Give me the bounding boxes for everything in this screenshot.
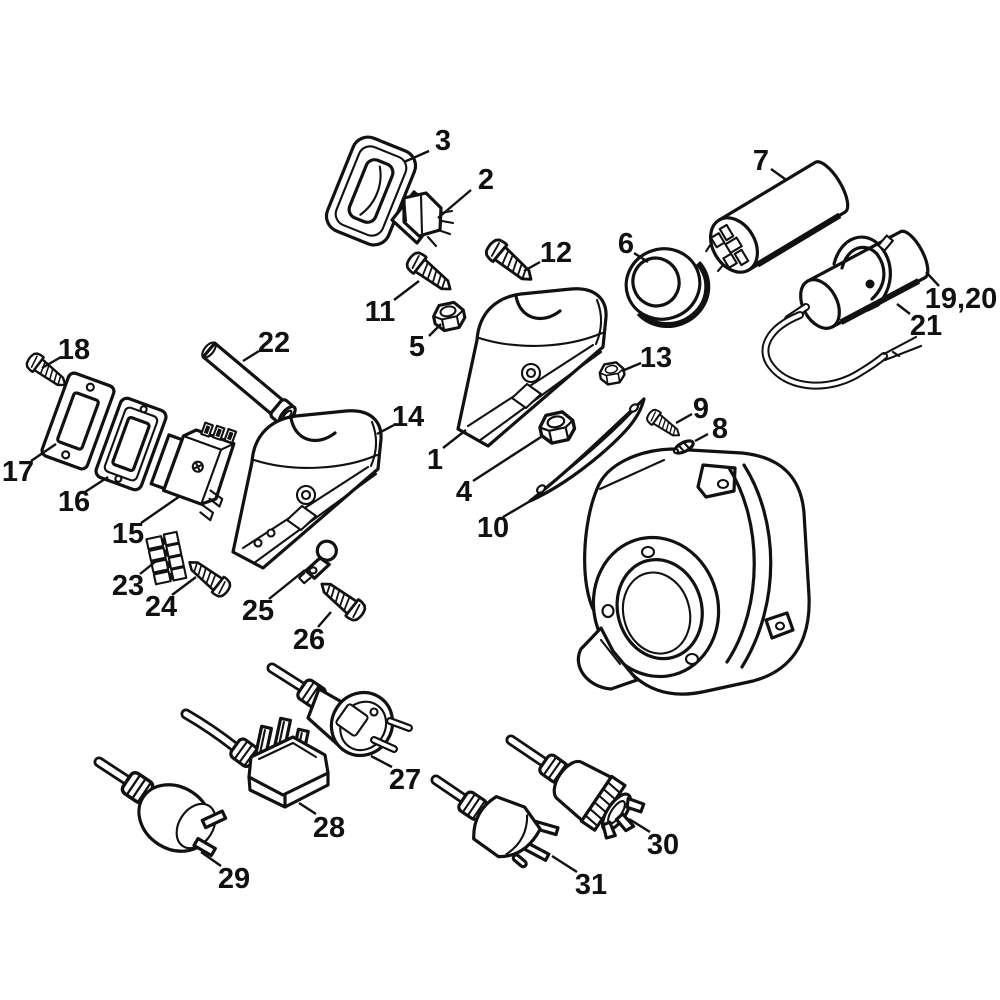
- leader-line-3: [403, 149, 430, 164]
- part-29-au-plug-cord: [93, 756, 228, 858]
- leader-line-21: [896, 303, 911, 315]
- part-9-screw: [643, 406, 685, 443]
- part-number-2: 2: [478, 164, 494, 196]
- part-30-twistlock-plug-cord: [505, 734, 646, 840]
- part-11-screw: [402, 248, 458, 299]
- part-number-18: 18: [58, 334, 90, 366]
- leader-line-22: [242, 349, 260, 363]
- leader-line-13: [621, 361, 642, 373]
- leader-line-4: [472, 435, 542, 483]
- part-number-24: 24: [145, 591, 177, 623]
- part-15-switch: [149, 421, 238, 522]
- part-26-screw: [314, 574, 370, 625]
- part-19-20-capacitor: [761, 229, 930, 390]
- part-number-30: 30: [647, 829, 679, 861]
- part-number-15: 15: [112, 518, 144, 550]
- part-16-frame: [94, 396, 168, 492]
- part-4-nut: [536, 408, 579, 447]
- part-number-22: 22: [258, 327, 290, 359]
- part-24-screw: [182, 553, 235, 601]
- part-21-clamp: [832, 234, 894, 312]
- leader-line-18: [41, 355, 62, 370]
- part-number-17: 17: [2, 456, 34, 488]
- part-number-14: 14: [392, 401, 424, 433]
- part-number-21: 21: [910, 310, 942, 342]
- part-number-13: 13: [640, 342, 672, 374]
- part-number-6: 6: [618, 228, 634, 260]
- leader-line-16: [84, 475, 109, 494]
- leader-line-11: [393, 280, 420, 301]
- leader-line-12: [523, 260, 541, 273]
- part-28-uk-plug-cord: [180, 708, 330, 809]
- leader-line-23: [139, 561, 156, 575]
- leader-line-2: [437, 189, 472, 219]
- part-14-switch-housing: [231, 409, 383, 570]
- part-1-switch-housing: [456, 287, 608, 448]
- leader-line-14: [376, 423, 395, 436]
- leader-line-5: [428, 323, 442, 337]
- leader-line-15: [140, 495, 181, 524]
- leader-line-10: [502, 498, 533, 519]
- part-17-plate: [40, 371, 116, 471]
- part-number-9: 9: [693, 393, 709, 425]
- part-7-capacitor: [705, 160, 850, 274]
- part-number-25: 25: [242, 595, 274, 627]
- leader-line-25: [268, 569, 306, 600]
- part-number-8: 8: [712, 413, 728, 445]
- part-number-26: 26: [293, 624, 325, 656]
- leader-line-28: [298, 801, 317, 816]
- part-number-16: 16: [58, 486, 90, 518]
- leader-line-31: [551, 854, 578, 874]
- leader-line-30: [628, 817, 651, 834]
- part-number-12: 12: [540, 237, 572, 269]
- part-number-3: 3: [435, 125, 451, 157]
- leader-line-29: [200, 851, 222, 867]
- part-8-stud: [672, 439, 695, 455]
- label-layer: 32121156719,2021132214181716151410982324…: [2, 125, 997, 901]
- leader-line-24: [171, 576, 197, 596]
- leader-line-17: [30, 443, 57, 462]
- part-13-nut: [597, 360, 627, 387]
- part-number-11: 11: [365, 296, 396, 328]
- leader-line-1: [442, 429, 467, 449]
- leader-line-19,20: [925, 271, 940, 287]
- part-number-23: 23: [112, 570, 144, 602]
- part-number-5: 5: [409, 331, 425, 363]
- part-number-31: 31: [575, 869, 607, 901]
- part-31-us-plug-cord: [430, 774, 560, 869]
- part-number-27: 27: [389, 764, 421, 796]
- leader-line-26: [317, 611, 332, 628]
- part-number-19,20: 19,20: [925, 283, 998, 315]
- motor-flange: [591, 535, 721, 679]
- part-12-screw: [481, 234, 540, 290]
- leader-line-27: [370, 754, 393, 769]
- part-number-28: 28: [313, 812, 345, 844]
- leader-line-6: [633, 251, 649, 264]
- part-25-cable-clamp: [298, 539, 338, 585]
- part-6-ring: [624, 247, 711, 329]
- leader-line-8: [694, 432, 709, 443]
- leader-line-7: [770, 168, 786, 180]
- part-10-gasket: [528, 397, 646, 503]
- part-23-terminal-block: [145, 530, 188, 586]
- motor-housing: [576, 447, 811, 696]
- part-number-10: 10: [477, 512, 509, 544]
- leader-line-9: [675, 412, 693, 425]
- part-27-euro-plug-cord: [266, 662, 413, 758]
- part-number-4: 4: [456, 476, 472, 508]
- part-number-29: 29: [218, 863, 250, 895]
- part-number-1: 1: [427, 444, 443, 476]
- part-number-7: 7: [753, 145, 769, 177]
